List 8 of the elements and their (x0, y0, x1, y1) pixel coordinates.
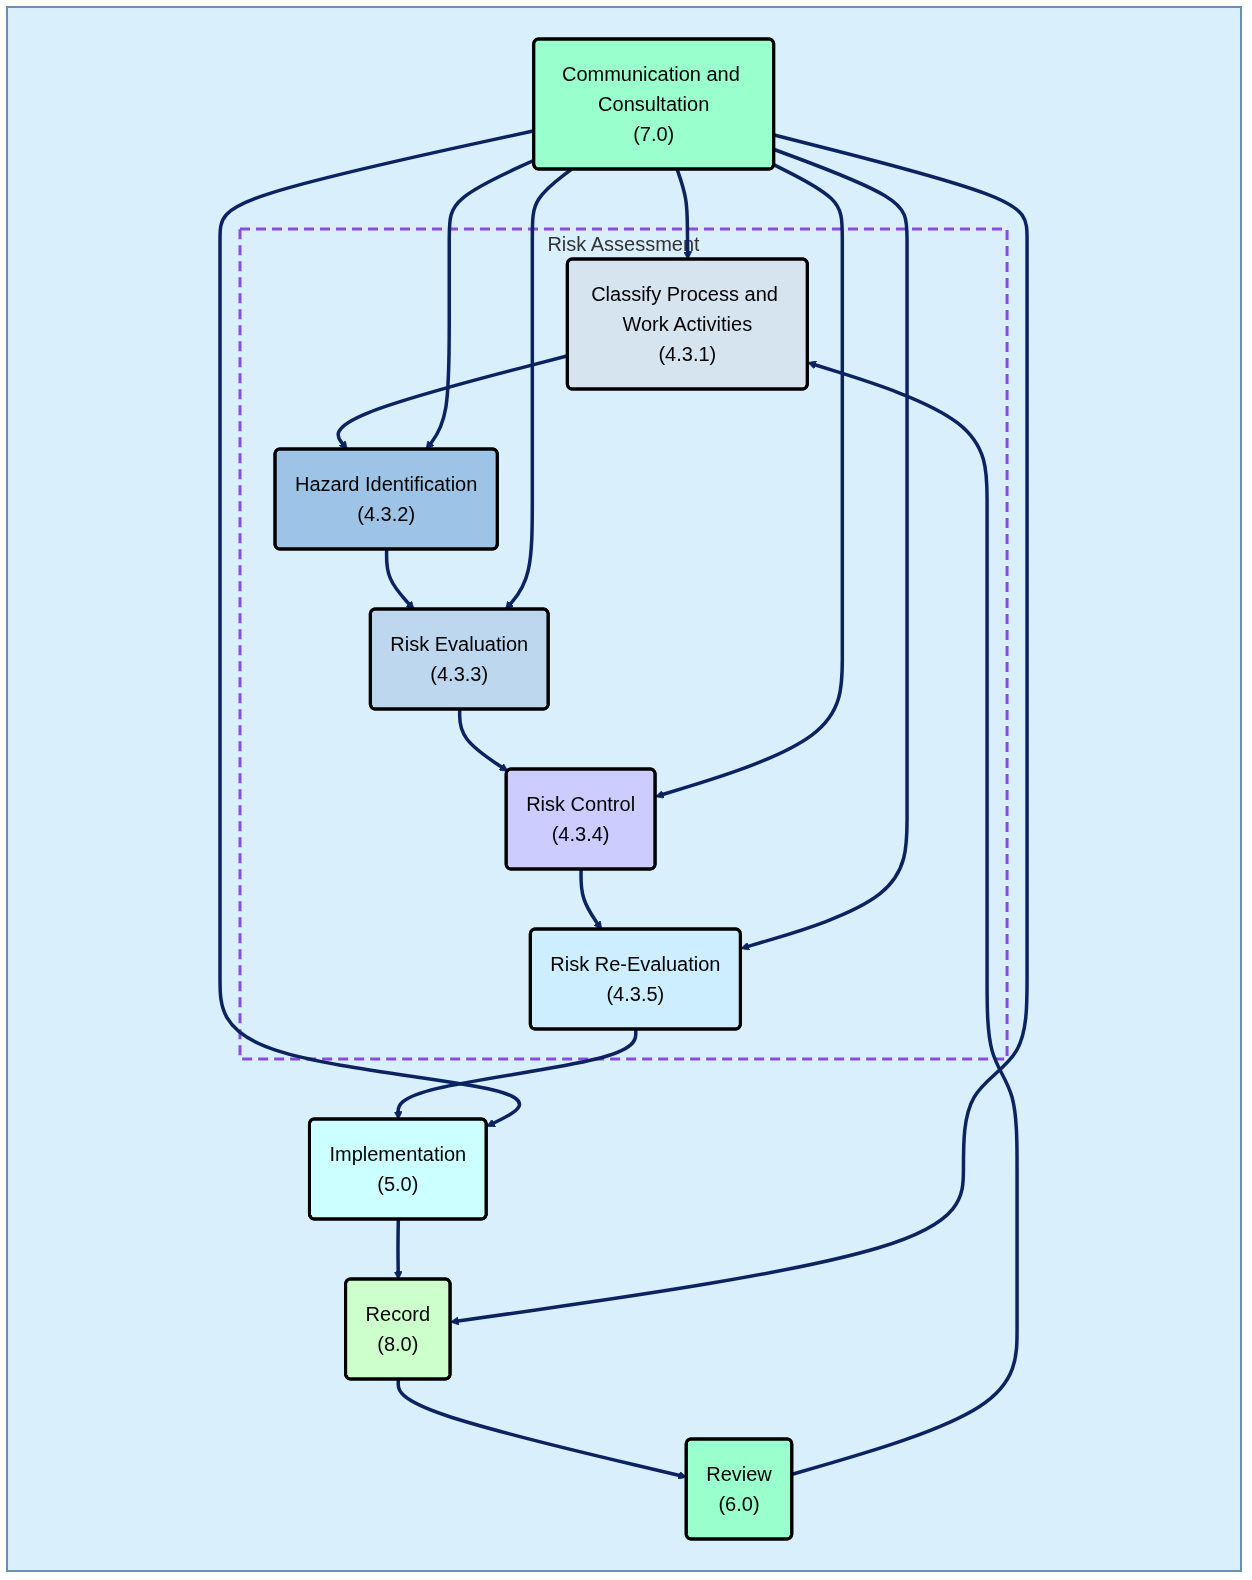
cluster (238, 227, 1010, 1061)
arrow (579, 869, 603, 930)
arrow (792, 360, 1020, 1476)
arrow (385, 549, 415, 610)
arrow (655, 163, 845, 799)
arrow (458, 709, 509, 772)
arrow (740, 147, 910, 951)
arrow (450, 133, 1030, 1326)
